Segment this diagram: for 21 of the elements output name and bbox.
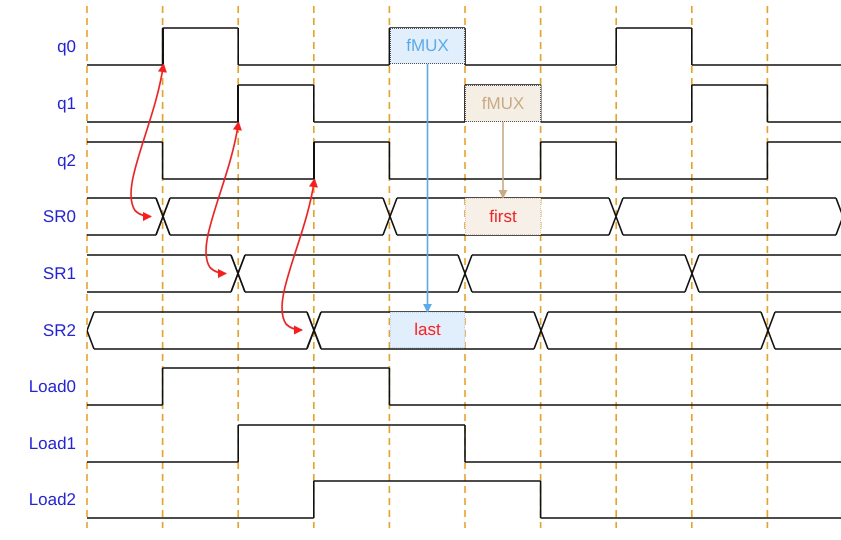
arrow <box>205 121 242 278</box>
arrow <box>130 63 167 221</box>
rising-edge <box>313 142 316 179</box>
signal-name: Load2 <box>28 490 76 510</box>
signal-name: SR1 <box>42 264 76 284</box>
arrow <box>281 178 318 334</box>
signal-name: Load1 <box>28 434 76 454</box>
signal-name: q1 <box>57 94 76 114</box>
signal-tag: last <box>390 312 465 348</box>
arrow <box>498 122 508 199</box>
signal-name: q2 <box>57 150 76 170</box>
signal-tag: fMUX <box>390 28 465 64</box>
signal-name: SR0 <box>42 206 76 226</box>
signal-name: q0 <box>57 36 76 56</box>
signal-tag: first <box>465 198 541 235</box>
signal-name: Load0 <box>28 376 76 396</box>
signal-tag: fMUX <box>465 85 541 122</box>
arrow <box>423 64 432 313</box>
signal-name: SR2 <box>42 320 76 340</box>
rising-edge <box>162 28 165 64</box>
rising-edge <box>237 85 240 122</box>
